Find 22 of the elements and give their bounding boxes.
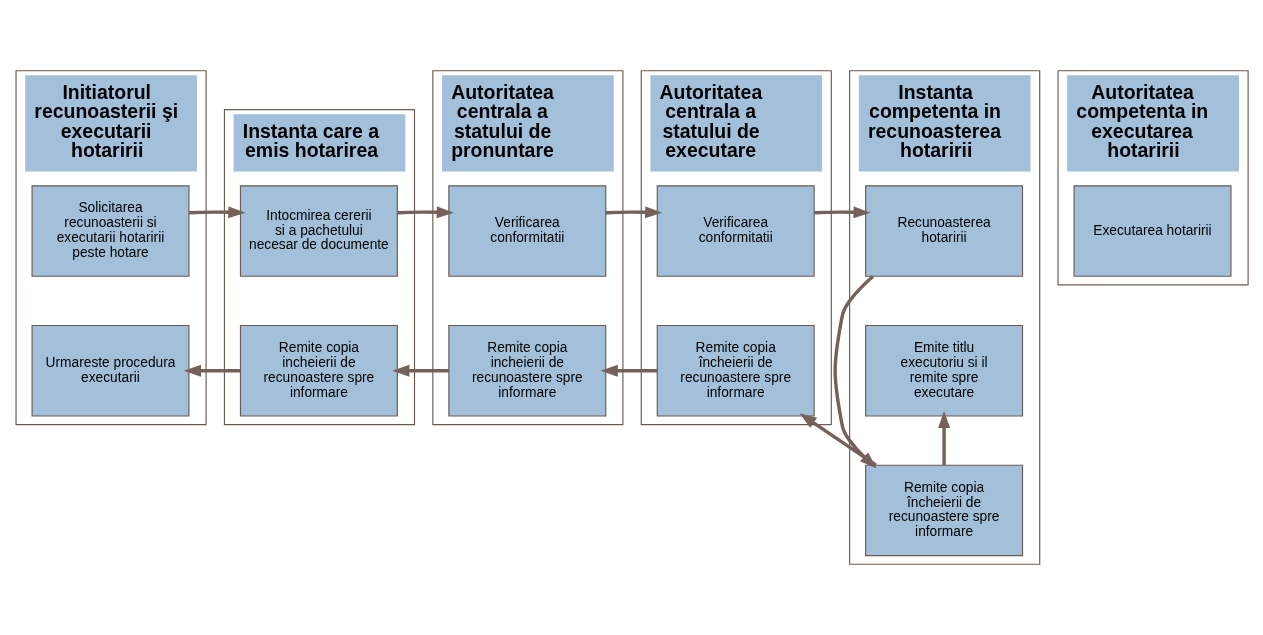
arrow bbox=[833, 275, 877, 469]
node-box: Intocmirea cererii si a pachetului necesar de documente bbox=[239, 185, 398, 277]
node-box: Executarea hotaririi bbox=[1073, 185, 1232, 277]
arrow bbox=[397, 206, 454, 219]
arrow bbox=[600, 364, 658, 377]
arrow bbox=[605, 206, 663, 219]
arrow bbox=[938, 410, 951, 466]
node-box: Remite copia încheierii de recunoastere spre informare bbox=[656, 324, 815, 417]
arrow bbox=[392, 364, 449, 377]
node-box: Emite titlu executoriu si il remite spre executare bbox=[865, 324, 1024, 417]
node-box: Verificarea conformitatii bbox=[448, 185, 607, 277]
node-box: Remite copia incheierii de recunoastere spre informare bbox=[448, 324, 607, 417]
node-box: Solicitarea recunoasterii si executarii hotaririi peste hotare bbox=[31, 185, 190, 277]
arrow bbox=[814, 206, 871, 219]
node-box: Recunoasterea hotaririi bbox=[865, 185, 1024, 277]
arrow bbox=[799, 413, 877, 467]
node-box: Remite copia incheierii de recunoastere spre informare bbox=[239, 324, 398, 417]
node-box: Verificarea conformitatii bbox=[656, 185, 815, 277]
node-box: Urmareste procedura executarii bbox=[31, 324, 190, 417]
arrow bbox=[188, 206, 246, 219]
node-box: Remite copia încheierii de recunoastere spre informare bbox=[865, 464, 1024, 557]
arrow bbox=[183, 364, 241, 377]
